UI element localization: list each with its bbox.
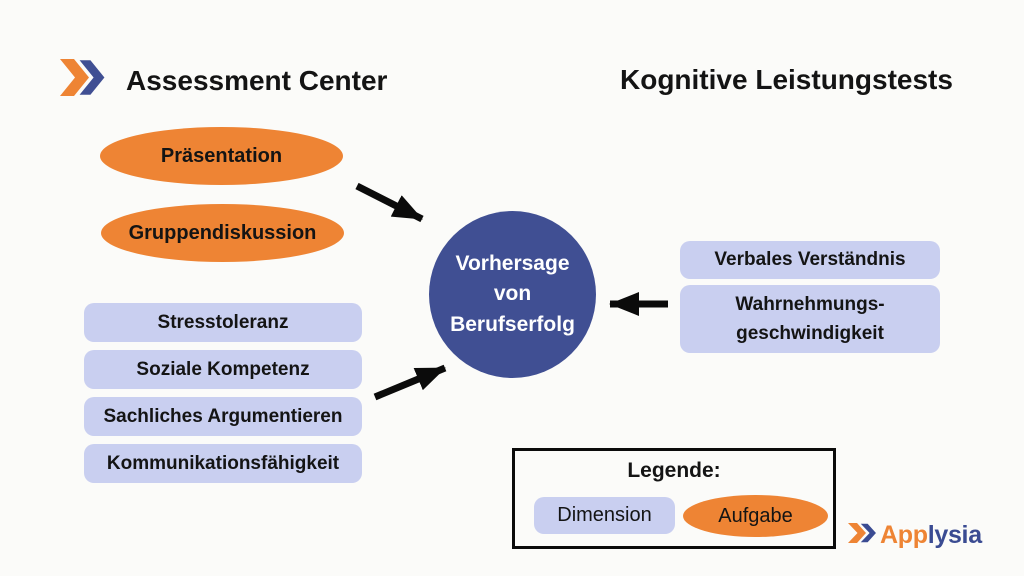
logo-text-app: App	[880, 521, 928, 549]
dimension-node-sachliches-argumentieren: Sachliches Argumentieren	[84, 397, 362, 436]
cognitive-node-wahrnehmungsgeschwindigkeit: Wahrnehmungs- geschwindigkeit	[680, 285, 940, 353]
arrow-dimensions-to-center	[373, 364, 447, 401]
center-node-vorhersage: Vorhersage von Berufserfolg	[429, 211, 596, 378]
dimension-node-stresstoleranz: Stresstoleranz	[84, 303, 362, 342]
cognitive-label: Verbales Verständnis	[714, 249, 906, 271]
left-heading-group: Assessment Center	[60, 57, 388, 103]
legend-title: Legende:	[627, 459, 721, 482]
task-node-gruppendiskussion: Gruppendiskussion	[101, 204, 344, 262]
applysia-logo: Applysia	[848, 521, 982, 550]
cognitive-node-verbales-verstaendnis: Verbales Verständnis	[680, 241, 940, 279]
legend-task-label: Aufgabe	[718, 504, 793, 527]
task-node-praesentation: Präsentation	[100, 127, 343, 185]
task-label: Präsentation	[160, 144, 283, 167]
heading-assessment-center: Assessment Center	[126, 64, 388, 96]
applysia-chevron-icon	[848, 521, 879, 550]
dimension-label: Kommunikationsfähigkeit	[106, 452, 340, 474]
dimension-node-kommunikationsfaehigkeit: Kommunikationsfähigkeit	[84, 444, 362, 483]
logo-text-lysia: lysia	[927, 521, 982, 549]
heading-kognitive-leistungstests: Kognitive Leistungstests	[620, 64, 953, 95]
legend-task-sample: Aufgabe	[683, 495, 828, 537]
cognitive-label-line: geschwindigkeit	[736, 323, 884, 344]
center-node-line: Vorhersage	[455, 251, 570, 275]
arrow-tasks-to-center	[355, 182, 424, 223]
center-node-line: von	[493, 282, 532, 306]
double-chevron-icon	[60, 57, 108, 103]
applysia-wordmark: Applysia	[880, 521, 982, 550]
center-node-line: Berufserfolg	[450, 312, 575, 336]
cognitive-label-line: Wahrnehmungs-	[735, 293, 885, 315]
legend-dimension-sample: Dimension	[534, 497, 675, 534]
dimension-label: Soziale Kompetenz	[136, 358, 310, 380]
legend-dimension-label: Dimension	[557, 504, 652, 526]
dimension-label: Stresstoleranz	[157, 311, 289, 333]
legend-box: Legende: Dimension Aufgabe	[512, 448, 836, 549]
dimension-label: Sachliches Argumentieren	[103, 405, 343, 427]
task-label: Gruppendiskussion	[128, 221, 317, 244]
dimension-node-soziale-kompetenz: Soziale Kompetenz	[84, 350, 362, 389]
